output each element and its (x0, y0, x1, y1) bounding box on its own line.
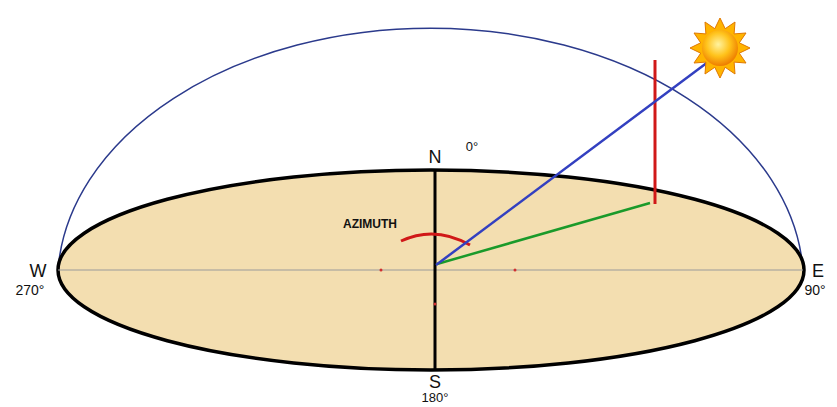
marker-dot (380, 269, 383, 272)
sun-disc (702, 30, 738, 66)
sun-ray (436, 62, 708, 265)
degree-label: 90° (804, 283, 825, 297)
degree-label: 0° (466, 140, 478, 153)
horizon-plane (58, 170, 804, 370)
azimuth-arc (401, 234, 470, 245)
compass-label: N (429, 148, 442, 166)
east-west-line (58, 270, 803, 271)
degree-label: 180° (422, 391, 449, 404)
sun-rays (690, 18, 750, 78)
north-south-line (434, 170, 437, 370)
marker-dot (514, 269, 517, 272)
sun-icon (690, 18, 750, 78)
compass-label: W (30, 262, 47, 280)
compass-label: E (812, 262, 824, 280)
compass-label: S (429, 373, 441, 391)
altitude-line (654, 60, 657, 204)
angle-label: AZIMUTH (343, 218, 397, 230)
ground-projection (437, 203, 650, 264)
marker-dot (434, 303, 437, 306)
degree-label: 270° (16, 283, 45, 297)
